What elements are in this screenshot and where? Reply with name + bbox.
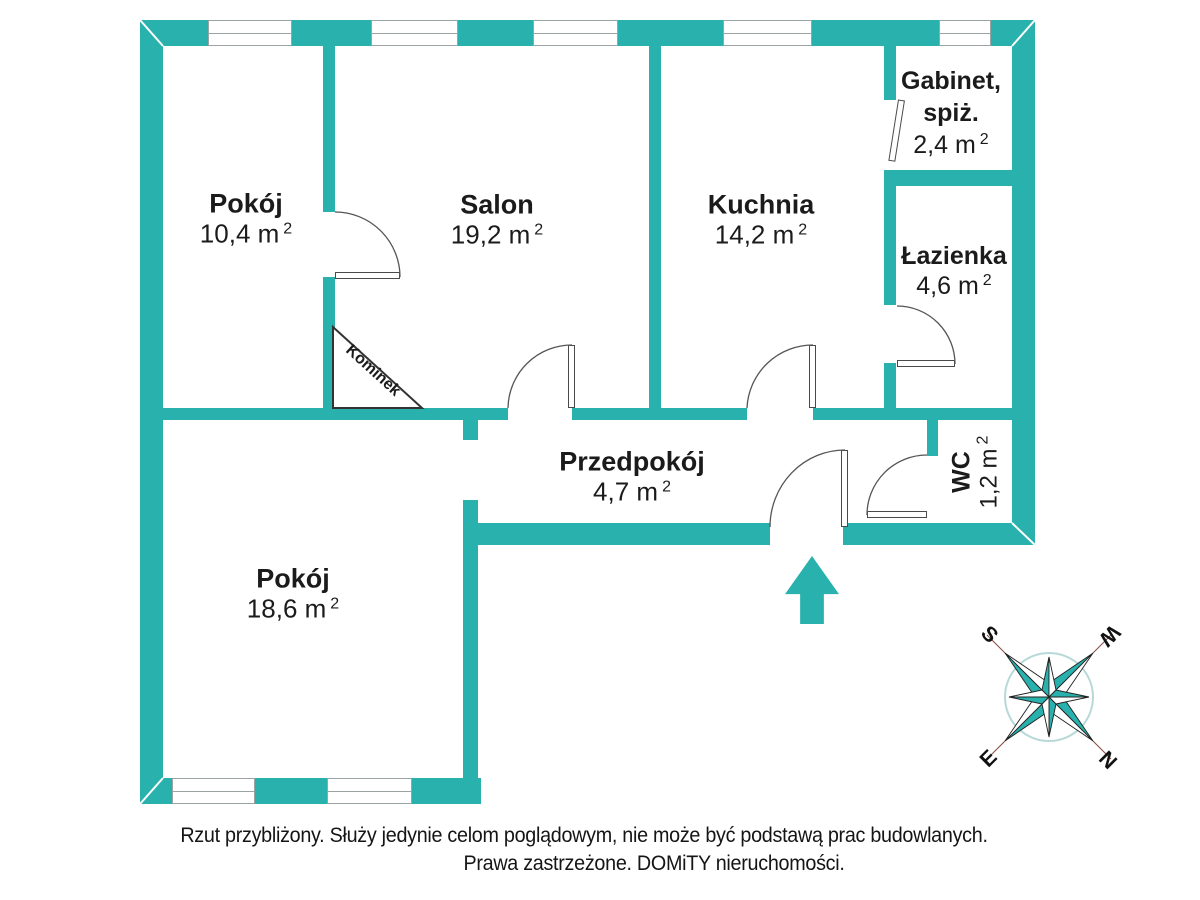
wall-przedpokoj-left-a	[463, 408, 478, 440]
wall-mid-c	[813, 408, 1012, 420]
wall-outer-bottom-right-a	[463, 523, 770, 545]
window-salon-2	[533, 20, 618, 46]
window-pokoj2-2	[327, 778, 412, 804]
compass-ring	[1004, 652, 1094, 742]
room-name: Przedpokój	[559, 446, 705, 477]
wall-wc-left	[927, 408, 938, 456]
compass-label-s: S	[976, 622, 1002, 648]
room-name: Pokój	[209, 188, 283, 219]
door-leaf-salon-przedpokoj	[568, 345, 575, 408]
wall-pokoj-salon-b	[323, 277, 335, 420]
compass-rose: S W N E	[976, 620, 1125, 773]
wall-mid-b	[572, 408, 747, 420]
wall-przedpokoj-left-b	[463, 500, 478, 804]
room-label-wc: WC 1,2 m2	[948, 436, 1007, 509]
wall-mid-a	[163, 408, 508, 420]
window-salon-1	[371, 20, 458, 46]
window-gabinet	[939, 20, 991, 46]
window-kuchnia	[723, 20, 812, 46]
door-leaf-entrance	[841, 450, 848, 527]
door-leaf-kuchnia-przedpokoj	[809, 345, 816, 408]
compass-label-n: N	[1095, 746, 1122, 773]
room-name-2: spiż.	[923, 99, 979, 127]
compass-label-w: W	[1094, 620, 1124, 650]
door-leaf-lazienka	[897, 360, 955, 367]
wall-kuchnia-lazienka-b	[884, 363, 896, 408]
door-leaf-wc	[867, 511, 927, 518]
room-name: Kuchnia	[707, 189, 815, 220]
door-leaf-pokoj1-salon	[335, 272, 400, 279]
wall-kuchnia-gabinet-a	[884, 46, 896, 100]
room-area: 1,2 m2	[974, 435, 1003, 509]
room-name: Pokój	[256, 563, 330, 594]
entrance-arrow-icon	[785, 556, 839, 624]
fireplace-label: Kominek	[342, 342, 403, 400]
wall-gabinet-lazienka	[884, 170, 1012, 186]
wall-outer-right	[1012, 20, 1035, 545]
compass-label-e: E	[976, 746, 1002, 772]
wall-kuchnia-lazienka-a	[884, 170, 896, 305]
wall-pokoj-salon-a	[323, 46, 335, 212]
footer-copyright: Prawa zastrzeżone. DOMiTY nieruchomości.	[463, 852, 845, 875]
room-name: Gabinet,	[900, 67, 1002, 95]
window-pokoj2-1	[172, 778, 255, 804]
wall-salon-kuchnia	[649, 46, 661, 420]
wall-outer-left	[140, 20, 163, 804]
room-name: WC	[947, 451, 976, 493]
window-pokoj1	[208, 20, 292, 46]
wall-outer-bottom-right-b	[843, 523, 1035, 545]
room-name: Łazienka	[901, 242, 1007, 270]
fireplace: Kominek	[332, 324, 425, 409]
room-name: Salon	[460, 189, 534, 220]
footer-disclaimer: Rzut przybliżony. Służy jedynie celom po…	[180, 824, 988, 847]
fireplace-triangle	[332, 324, 425, 409]
